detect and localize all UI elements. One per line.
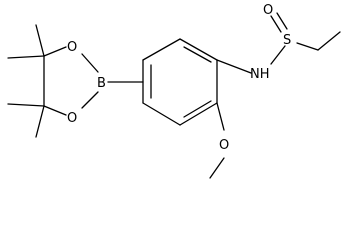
chemical-structure: O S NH O B O O [7, 3, 341, 179]
atom-label-boron: B [97, 76, 106, 91]
ring-bond-top [179, 38, 218, 61]
ring-bond-top-inner [183, 46, 212, 63]
bond-s-o-a [270, 15, 282, 33]
atom-label-boronate-oxygen-top: O [67, 40, 77, 55]
ring-bond-lower-right [179, 102, 218, 126]
bond-n-s [270, 45, 286, 65]
bond-o-c-bottom [43, 105, 67, 116]
ring-bond-lower-left [142, 102, 181, 126]
ring-bond-upper-left [142, 38, 181, 61]
ring-bond-lower-right-inner [183, 100, 212, 118]
atom-label-amine: NH [250, 67, 270, 82]
bond-o-c-top [43, 46, 67, 57]
bonds [7, 12, 341, 179]
methyl-bottom-down [35, 105, 45, 138]
atom-label-boronate-oxygen-bottom: O [67, 111, 77, 126]
bond-o-ch3 [209, 157, 225, 179]
bond-ring-n [216, 59, 252, 74]
methyl-top-up [35, 24, 45, 57]
atom-labels: O S NH O B O O [67, 3, 291, 153]
methyl-top-left [7, 55, 45, 59]
atom-label-methoxy-oxygen: O [219, 138, 229, 153]
methyl-bottom-left [7, 103, 45, 107]
bond-ring-ome [216, 102, 225, 131]
bond-ch2-ch3 [317, 31, 341, 51]
bond-b-o-bottom [81, 91, 99, 109]
bond-b-o-top [81, 53, 99, 73]
bond-s-ch2 [296, 42, 319, 51]
bond-s-o-b [276, 12, 288, 30]
atom-label-sulfinyl-oxygen: O [263, 3, 273, 18]
atom-label-sulfur: S [283, 33, 291, 48]
